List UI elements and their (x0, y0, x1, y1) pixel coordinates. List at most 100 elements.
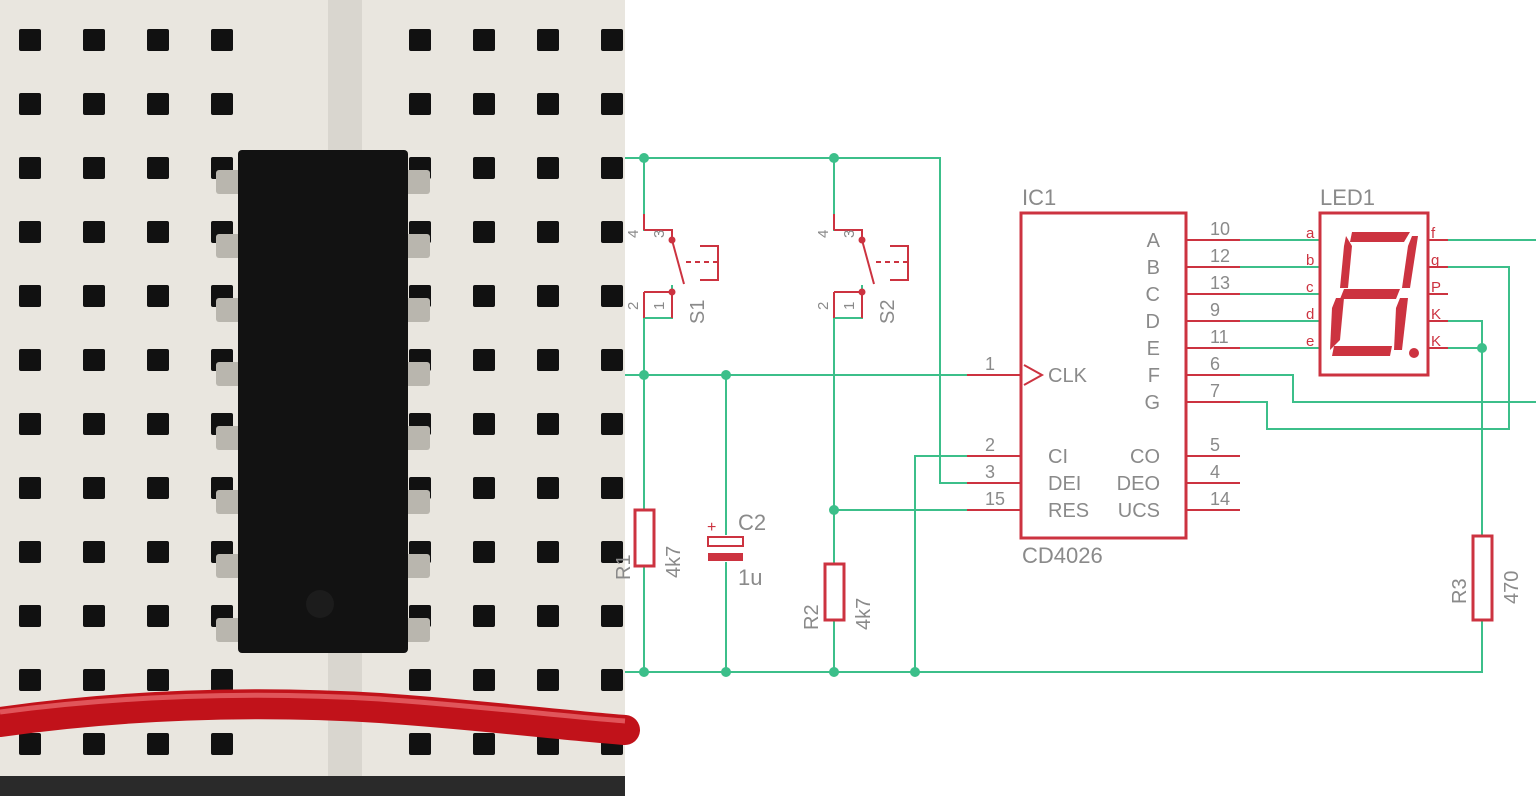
segment-c (1394, 298, 1408, 350)
breadboard-hole (537, 157, 559, 179)
s2-pin-label: 3 (841, 230, 858, 238)
chip-pin (404, 426, 430, 450)
breadboard-hole (211, 669, 233, 691)
ic1-pin-name: UCS (1118, 500, 1160, 522)
breadboard-hole (601, 477, 623, 499)
chip-pin (216, 426, 242, 450)
chip-pin (216, 554, 242, 578)
breadboard-hole (83, 29, 105, 51)
breadboard-hole (473, 93, 495, 115)
breadboard-hole (537, 477, 559, 499)
ic-chip (238, 150, 408, 653)
led1-pin-label: a (1306, 225, 1315, 242)
s1-pin-label: 2 (625, 302, 642, 310)
breadboard-hole (83, 477, 105, 499)
breadboard-hole (147, 733, 169, 755)
breadboard-hole (473, 477, 495, 499)
breadboard-hole (19, 413, 41, 435)
s1-ref-label: S1 (687, 300, 709, 324)
breadboard-hole (473, 29, 495, 51)
s1-dot (668, 236, 676, 244)
segment-dp (1409, 348, 1419, 358)
ic-pin1-dot (306, 590, 334, 618)
c2-plate-bottom (708, 553, 743, 561)
breadboard-hole (537, 221, 559, 243)
r2-value-label: 4k7 (853, 598, 875, 630)
ic1-pin-name: CI (1048, 446, 1068, 468)
breadboard-hole (147, 541, 169, 563)
ic1-pin-number: 6 (1210, 354, 1220, 374)
ic1-pin-name: B (1147, 257, 1160, 279)
breadboard-hole (601, 605, 623, 627)
junction (639, 153, 649, 163)
breadboard-hole (601, 221, 623, 243)
breadboard-hole (473, 733, 495, 755)
ic1-pin-name: RES (1048, 500, 1089, 522)
chip-pin (216, 234, 242, 258)
breadboard-hole (19, 605, 41, 627)
breadboard-hole (19, 733, 41, 755)
breadboard-hole (147, 605, 169, 627)
breadboard-hole (409, 93, 431, 115)
breadboard-hole (409, 669, 431, 691)
breadboard-hole (83, 669, 105, 691)
led1-pin-label: d (1306, 306, 1314, 323)
ic1-pin-name: D (1146, 311, 1160, 333)
s1-pin-label: 1 (651, 302, 668, 310)
ic1-pin-number: 14 (1210, 489, 1230, 509)
ic1-pin-number: 2 (985, 435, 995, 455)
ic1-ref-label: IC1 (1022, 185, 1056, 210)
ic1-pin-name: C (1146, 284, 1160, 306)
wire-s2-top (833, 158, 863, 238)
breadboard-hole (147, 669, 169, 691)
junction (639, 370, 649, 380)
s2-dot (858, 236, 866, 244)
ic1-pin-name: G (1144, 392, 1160, 414)
breadboard-hole (147, 285, 169, 307)
wire-top-rail (625, 157, 1020, 484)
ic1-pin-number: 11 (1210, 327, 1229, 347)
ic1-pin-number: 10 (1210, 219, 1230, 239)
breadboard-hole (601, 541, 623, 563)
breadboard-hole (19, 477, 41, 499)
r2-ref-label: R2 (801, 604, 823, 630)
s1-pin-label: 4 (625, 230, 642, 238)
breadboard-hole (537, 285, 559, 307)
ic1-body (1019, 211, 1188, 540)
s1-lever (671, 239, 685, 285)
breadboard-hole (537, 669, 559, 691)
ic1-pin-name: A (1147, 230, 1161, 252)
ic1-clk-triangle (1023, 364, 1045, 386)
ic1-pin-number: 3 (985, 462, 995, 482)
breadboard-hole (83, 413, 105, 435)
ic1-pin-name: CO (1130, 446, 1160, 468)
ic1-pin-name: F (1148, 365, 1160, 387)
r1-value-label: 4k7 (663, 546, 685, 578)
breadboard-hole (537, 541, 559, 563)
s2-switch (833, 214, 909, 318)
breadboard-hole (83, 349, 105, 371)
s2-pin-label: 4 (815, 230, 832, 238)
breadboard-hole (473, 285, 495, 307)
junction (639, 667, 649, 677)
ic1-pin-name: DEO (1117, 473, 1160, 495)
chip-pin (404, 298, 430, 322)
breadboard-hole (473, 669, 495, 691)
breadboard-hole (211, 93, 233, 115)
breadboard-hole (601, 285, 623, 307)
chip-pin (216, 298, 242, 322)
ic1-pin-number: 9 (1210, 300, 1220, 320)
s1-pin-label: 3 (651, 230, 668, 238)
breadboard-hole (211, 29, 233, 51)
r3-ref-label: R3 (1449, 578, 1471, 604)
wire-s2-bottom (833, 285, 863, 563)
breadboard-hole (19, 93, 41, 115)
junction (1477, 343, 1487, 353)
r3-resistor (1471, 534, 1494, 622)
breadboard-hole (19, 669, 41, 691)
breadboard-hole (211, 733, 233, 755)
chip-pin (404, 490, 430, 514)
ic1-pin-number: 1 (985, 354, 995, 374)
c2-plate-top (707, 536, 744, 547)
breadboard-hole (147, 29, 169, 51)
